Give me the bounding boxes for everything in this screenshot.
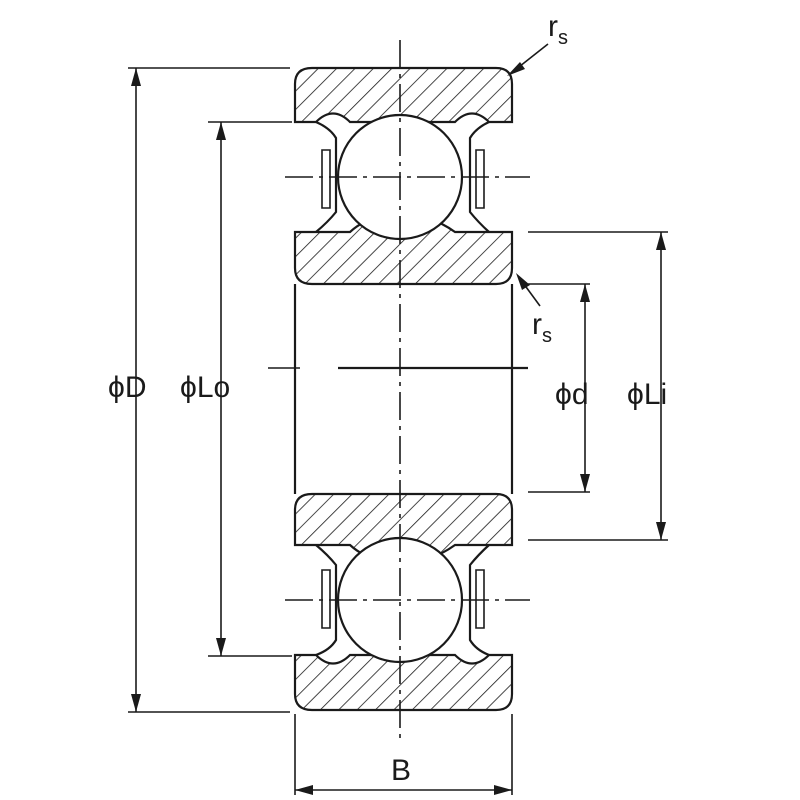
shield-lip-right-bottom (475, 569, 485, 629)
top-section (285, 66, 530, 286)
shield-lip-right-top (475, 149, 485, 209)
label-outer-land: ϕLo (180, 371, 230, 404)
shield-right-bottom (468, 544, 490, 657)
label-corner-radius-inner: rs (532, 308, 552, 347)
label-corner-radius-top: rs (548, 10, 568, 49)
shield-right-top (468, 121, 490, 233)
leader-corner-radius-top (507, 43, 549, 76)
label-outer-diameter: ϕD (108, 371, 146, 404)
dimension-outer-land (208, 121, 292, 657)
shield-lip-left-bottom (321, 569, 331, 629)
bottom-section (285, 492, 530, 712)
outer-ring-top (293, 66, 514, 124)
outer-ring-bottom (293, 653, 514, 712)
dimension-outer-diameter (128, 67, 290, 713)
label-width: B (391, 754, 411, 787)
label-bore-diameter: ϕd (555, 378, 589, 411)
label-inner-land: ϕLi (627, 378, 667, 411)
dimension-width (294, 714, 513, 795)
shield-left-bottom (315, 544, 338, 657)
dimension-inner-land (528, 231, 668, 541)
dimension-bore-diameter (528, 283, 590, 493)
shield-lip-left-top (321, 149, 331, 209)
leader-corner-radius-inner (516, 273, 541, 307)
shield-left-top (315, 120, 338, 233)
